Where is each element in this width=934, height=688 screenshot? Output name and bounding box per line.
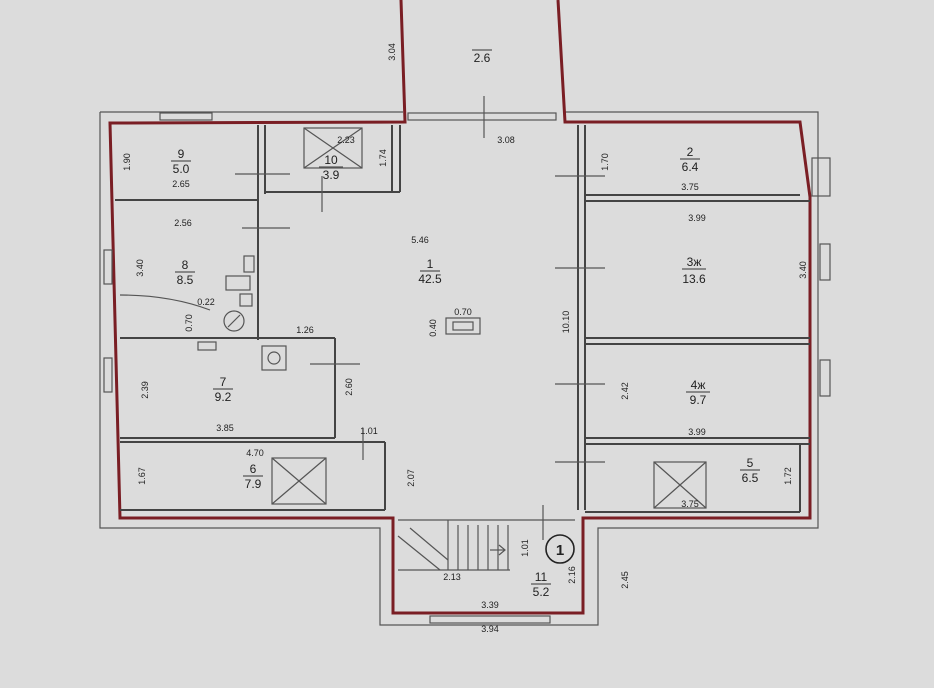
door-swing-icon xyxy=(119,294,211,311)
sink-icon xyxy=(223,310,245,332)
dimension-label: 1.01 xyxy=(360,426,378,436)
dimension-label: 10.10 xyxy=(561,311,571,334)
dimension-label: 3.99 xyxy=(688,427,706,437)
dimension-label: 1.67 xyxy=(137,467,147,485)
dimension-label: 2.42 xyxy=(620,382,630,400)
dimension-label: 2.16 xyxy=(567,566,577,584)
dimension-label: 2.60 xyxy=(344,378,354,396)
column-icon xyxy=(445,317,481,335)
entrance-marker: 1 xyxy=(545,534,575,564)
dimension-label: 3.94 xyxy=(481,624,499,634)
dimension-label: 2.45 xyxy=(620,571,630,589)
room-number: 11 xyxy=(535,570,548,584)
sink-icon xyxy=(197,341,217,351)
dimension-label: 1.74 xyxy=(378,149,388,167)
washbasin-icon xyxy=(239,293,253,307)
dimension-label: 3.85 xyxy=(216,423,234,433)
room-number: 10 xyxy=(324,153,338,167)
stove-icon xyxy=(261,345,287,371)
dimension-label: 3.40 xyxy=(798,261,808,279)
apartment-boundary xyxy=(108,0,812,615)
room-area: 42.5 xyxy=(418,272,442,286)
room-number: 1 xyxy=(427,257,434,271)
interior-walls xyxy=(115,125,810,571)
room-area: 5.2 xyxy=(533,585,550,599)
dimension-label: 4.70 xyxy=(246,448,264,458)
dimension-label: 1.01 xyxy=(520,539,530,557)
room-area: 6.5 xyxy=(742,471,759,485)
dimension-ticks xyxy=(235,96,605,540)
dimension-label: 3.99 xyxy=(688,213,706,223)
dimension-label: 2.07 xyxy=(406,469,416,487)
dimension-label: 1.90 xyxy=(122,153,132,171)
marker-label: 1 xyxy=(556,542,564,559)
room-number: 8 xyxy=(182,258,189,272)
room-number: 6 xyxy=(250,462,257,476)
toilet-icon xyxy=(243,255,255,273)
dimension-label: 0.40 xyxy=(428,319,438,337)
windows xyxy=(103,112,831,624)
room-number: 3ж xyxy=(687,255,702,269)
dimension-label: 0.70 xyxy=(454,307,472,317)
dimension-label: 1.26 xyxy=(296,325,314,335)
room-area: 9.2 xyxy=(215,390,232,404)
dimension-label: 2.23 xyxy=(337,135,355,145)
dimension-label: 3.08 xyxy=(497,135,515,145)
dimension-label: 3.04 xyxy=(387,43,397,61)
dimension-label: 3.75 xyxy=(681,182,699,192)
dimension-label: 3.40 xyxy=(135,259,145,277)
dimension-label: 2.13 xyxy=(443,572,461,582)
room-area: 3.9 xyxy=(323,168,340,182)
room-area: 8.5 xyxy=(177,273,194,287)
vent-shaft-icon xyxy=(271,457,327,505)
dimension-label: 3.75 xyxy=(681,499,699,509)
room-number: 4ж xyxy=(691,378,706,392)
room-number: 9 xyxy=(178,147,185,161)
dimension-label: 3.39 xyxy=(481,600,499,610)
room-area: 7.9 xyxy=(245,477,262,491)
vent-shaft-icon xyxy=(653,461,707,509)
room-number: 5 xyxy=(747,456,754,470)
room-area: 9.7 xyxy=(690,393,707,407)
dimension-label: 2.65 xyxy=(172,179,190,189)
bathtub-icon xyxy=(225,275,251,291)
room-area: 6.4 xyxy=(682,160,699,174)
fixtures xyxy=(119,127,707,509)
dimension-labels: 3.04 3.08 1.90 2.65 2.23 1.74 1.70 3.75 … xyxy=(122,43,808,634)
room-area-corridor: 2.6 xyxy=(474,51,491,65)
dimension-label: 1.70 xyxy=(600,153,610,171)
dimension-label: 1.72 xyxy=(783,467,793,485)
room-number: 2 xyxy=(687,145,694,159)
dimension-label: 2.56 xyxy=(174,218,192,228)
vent-shaft-icon xyxy=(303,127,363,169)
dimension-label: 5.46 xyxy=(411,235,429,245)
room-labels: 1 42.5 2 6.4 3ж 13.6 4ж 9.7 5 6.5 6 7.9 … xyxy=(171,145,760,599)
building-outline xyxy=(99,111,819,626)
dimension-label: 2.39 xyxy=(140,381,150,399)
room-number: 7 xyxy=(220,375,227,389)
room-area: 13.6 xyxy=(682,272,706,286)
dimension-label: 0.70 xyxy=(184,314,194,332)
room-area: 5.0 xyxy=(173,162,190,176)
dimension-label: 0.22 xyxy=(197,297,215,307)
